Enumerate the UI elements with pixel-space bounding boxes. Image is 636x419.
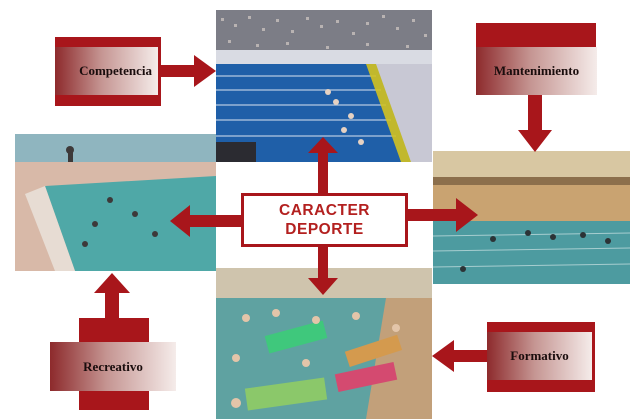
- center-title-box: CARACTER DEPORTE: [241, 193, 408, 247]
- arrow-to-formative: [432, 340, 490, 372]
- recreational-pool-photo: [15, 134, 216, 271]
- maintenance-pool-photo: [433, 151, 630, 284]
- arrow-to-recreational: [94, 273, 130, 323]
- arrow-to-maintenance: [518, 95, 552, 152]
- center-title-line1: CARACTER: [279, 202, 370, 219]
- label-formativo-text: Formativo: [510, 348, 569, 363]
- label-formativo: Formativo: [487, 332, 592, 380]
- arrow-up: [308, 137, 338, 195]
- label-recreativo-text: Recreativo: [83, 358, 143, 374]
- label-competencia: Competencia: [55, 47, 158, 95]
- label-recreativo: Recreativo: [50, 342, 176, 391]
- label-mantenimiento-text: Mantenimiento: [493, 63, 580, 78]
- label-competencia-text: Competencia: [79, 63, 152, 78]
- arrow-down: [308, 245, 338, 295]
- label-mantenimiento: Mantenimiento: [476, 47, 597, 95]
- center-title-line2: DEPORTE: [285, 221, 364, 238]
- arrow-left: [170, 205, 242, 237]
- arrow-right: [408, 198, 478, 232]
- arrow-to-competition: [158, 55, 216, 87]
